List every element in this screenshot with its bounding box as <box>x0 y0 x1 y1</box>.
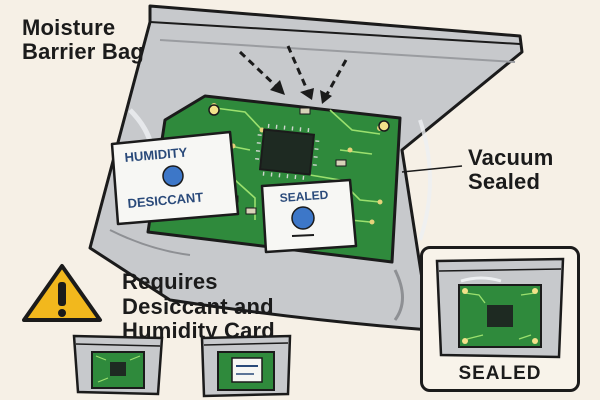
warning-icon <box>22 264 102 322</box>
small-bag-plain <box>72 334 164 396</box>
desiccant-label: DESICCANT <box>127 189 204 211</box>
sealed-bag-illustration <box>435 257 565 359</box>
mounting-hole-top-right <box>378 120 390 132</box>
sealed-card: SEALED <box>260 178 358 254</box>
mounting-hole-top-left <box>208 104 220 116</box>
vacuum-sealed-label: Vacuum Sealed <box>468 145 554 194</box>
humidity-indicator-dot <box>162 165 184 187</box>
vacuum-leader-line <box>401 165 463 173</box>
sealed-card-label: SEALED <box>279 188 329 205</box>
sealed-panel: SEALED <box>420 246 580 392</box>
vacuum-arrowheads <box>270 80 332 104</box>
small-bag-with-card <box>200 334 292 398</box>
sealed-panel-label: SEALED <box>458 363 542 384</box>
humidity-label: HUMIDITY <box>124 145 188 165</box>
vacuum-arrows <box>238 45 348 97</box>
humidity-desiccant-card: HUMIDITY DESICCANT <box>110 130 240 226</box>
sealed-indicator-dot <box>291 206 315 230</box>
bag-title-label: Moisture Barrier Bag <box>22 15 145 64</box>
processor-chip <box>255 123 320 180</box>
